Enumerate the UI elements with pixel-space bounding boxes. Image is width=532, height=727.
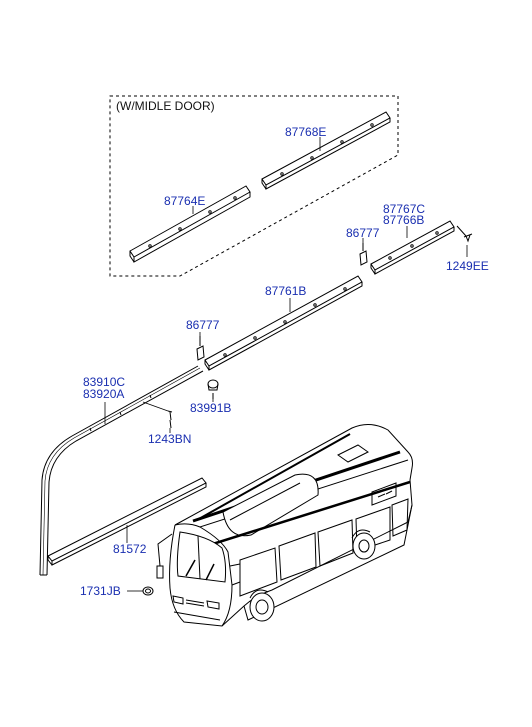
cap-83991B <box>207 379 219 399</box>
label-83991B[interactable]: 83991B <box>190 401 232 415</box>
strip-81572 <box>47 477 207 566</box>
label-83920A[interactable]: 83920A <box>83 387 125 401</box>
screw-1249EE <box>456 225 473 243</box>
clip-86777-lower <box>196 345 205 361</box>
leader-lines <box>104 137 468 592</box>
label-86777-lower[interactable]: 86777 <box>186 318 220 332</box>
label-87768E[interactable]: 87768E <box>285 125 327 139</box>
label-81572[interactable]: 81572 <box>113 542 147 556</box>
strip-87766B <box>370 220 455 275</box>
strip-87761B <box>204 275 363 371</box>
label-87766B[interactable]: 87766B <box>383 213 425 227</box>
label-87767C[interactable]: 87767C <box>383 202 426 216</box>
label-1249EE[interactable]: 1249EE <box>446 259 489 273</box>
group-title: (W/MIDLE DOOR) <box>116 99 215 113</box>
middle-door-group-box <box>109 95 399 277</box>
label-1243BN[interactable]: 1243BN <box>148 432 192 446</box>
strip-87768E <box>261 111 391 190</box>
weatherstrip-83910C <box>39 365 204 576</box>
label-1731JB[interactable]: 1731JB <box>80 584 121 598</box>
label-87764E[interactable]: 87764E <box>164 194 206 208</box>
bus-illustration <box>156 424 413 627</box>
clip-86777-upper <box>359 250 368 266</box>
label-83910C[interactable]: 83910C <box>83 375 126 389</box>
label-86777-upper[interactable]: 86777 <box>346 226 380 240</box>
screw-1243BN <box>142 401 173 429</box>
strip-87764E <box>129 185 251 263</box>
label-87761B[interactable]: 87761B <box>265 284 307 298</box>
grommet-1731JB <box>142 586 154 596</box>
